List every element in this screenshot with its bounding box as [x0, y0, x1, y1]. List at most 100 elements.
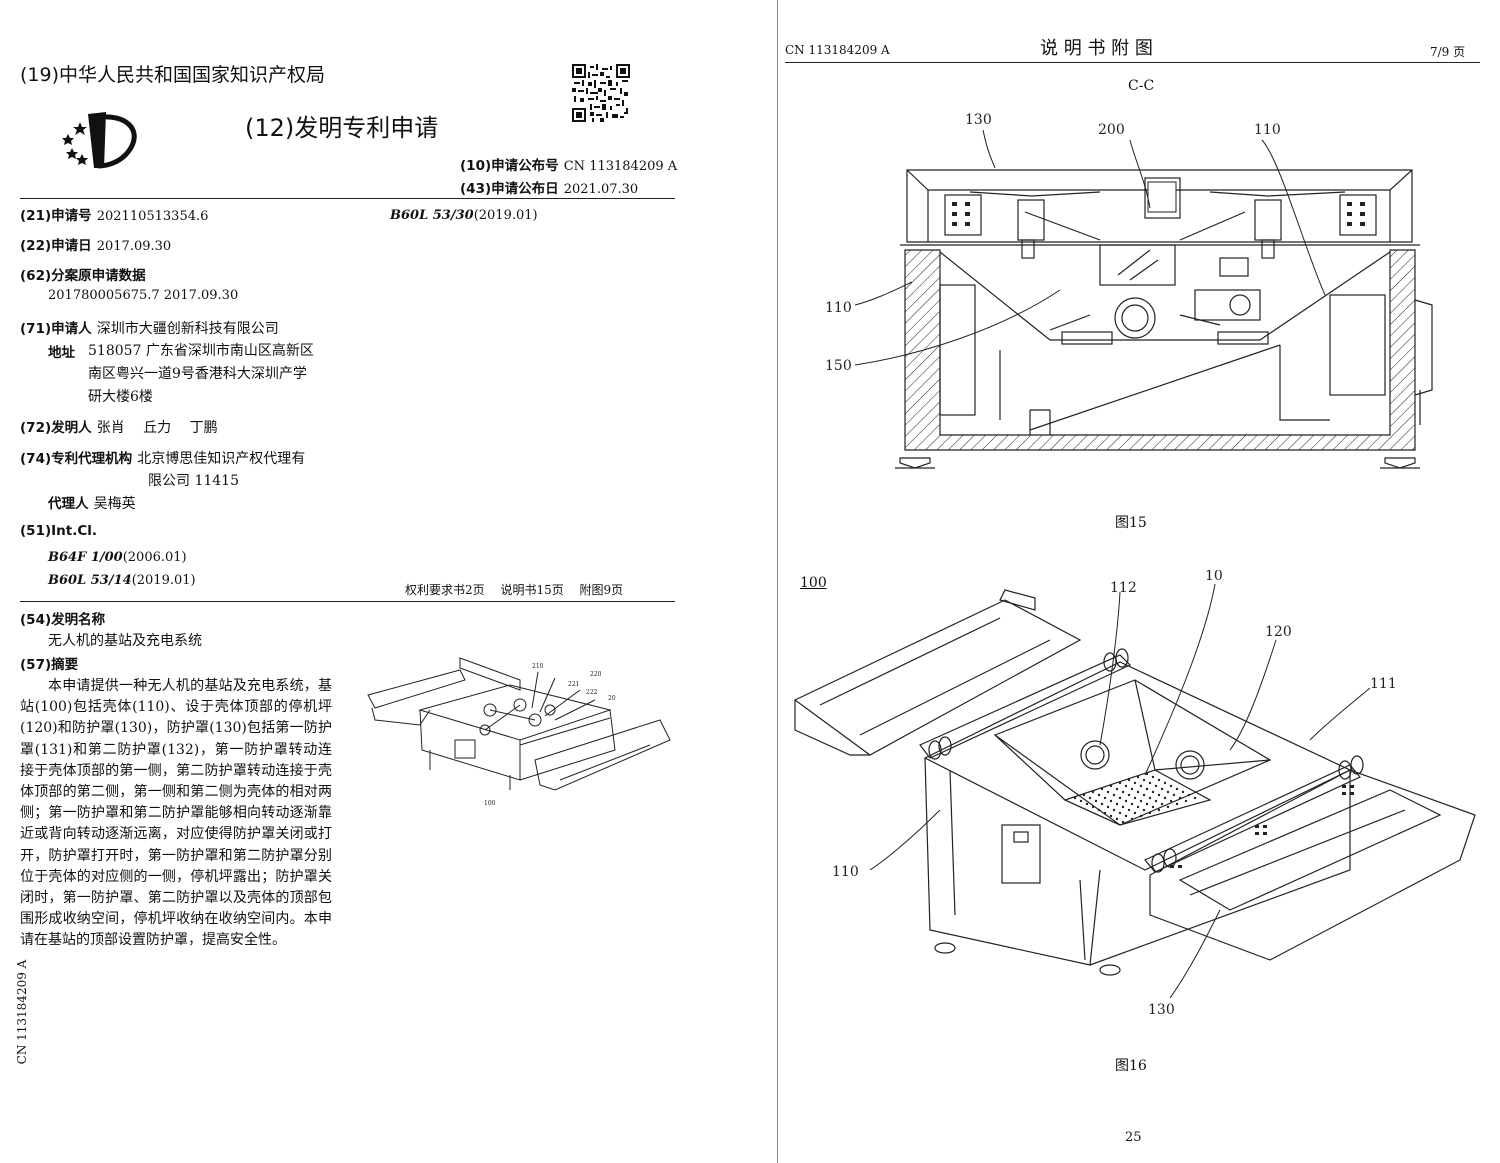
- vent-dot: [1127, 793, 1131, 797]
- header-right: 7/9 页: [1430, 45, 1466, 59]
- thumb-label: 210: [532, 663, 544, 670]
- fig16-caption: 图16: [1115, 1058, 1147, 1074]
- vent-dot: [1124, 784, 1128, 788]
- vent-dot: [1172, 793, 1176, 797]
- vent-dot: [1193, 796, 1197, 800]
- vent-dot: [1136, 775, 1140, 779]
- header-center: 说 明 书 附 图: [1040, 38, 1153, 59]
- figure-16: 112 10 120 111 110 130: [793, 570, 1476, 1018]
- app-no-row: (21)申请号 202110513354.6: [20, 204, 208, 224]
- pub-no: CN 113184209 A: [563, 159, 678, 174]
- intcl-year: (2019.01): [131, 573, 196, 588]
- vent-dot: [1151, 790, 1155, 794]
- inventor-row: (72)发明人 张肖 丘力 丁鹏: [20, 416, 218, 437]
- vent-dot: [1148, 781, 1152, 785]
- page-number: 25: [1125, 1130, 1142, 1145]
- thumb-label: 20: [608, 695, 616, 702]
- vent-dot: [1094, 799, 1098, 803]
- thumb-label: 221: [568, 681, 579, 688]
- vent-dot: [1124, 799, 1128, 803]
- pub-no-row: (10)申请公布号 CN 113184209 A: [460, 154, 677, 174]
- vent-dot: [1121, 805, 1125, 809]
- vent-dot: [1100, 802, 1104, 806]
- intcl-year: (2006.01): [122, 550, 187, 565]
- applicant-label: (71)申请人: [20, 321, 92, 337]
- agent-label: 代理人: [48, 496, 89, 512]
- vent-dot: [1106, 790, 1110, 794]
- app-no-label: (21)申请号: [20, 208, 92, 224]
- fig15-label: 110: [825, 300, 852, 316]
- vent-dot: [1178, 796, 1182, 800]
- vent-dot: [1142, 778, 1146, 782]
- vent-dot: [1088, 796, 1092, 800]
- inventors: 张肖 丘力 丁鹏: [96, 420, 218, 436]
- pub-date-row: (43)申请公布日 2021.07.30: [460, 177, 638, 197]
- vent-dot: [1151, 805, 1155, 809]
- vent-dot: [1136, 805, 1140, 809]
- abstract-drawing: 210 220 221 222 20 100: [367, 657, 671, 807]
- authority-heading: (19)中华人民共和国国家知识产权局: [20, 64, 326, 86]
- vent-dot: [1100, 787, 1104, 791]
- division-value: 201780005675.7 2017.09.30: [48, 288, 239, 303]
- header-rule: [20, 198, 675, 199]
- vent-dot: [1121, 820, 1125, 824]
- filing-date-row: (22)申请日 2017.09.30: [20, 234, 171, 254]
- vent-dot: [1136, 790, 1140, 794]
- doc-kind-heading: (12)发明专利申请: [245, 114, 439, 142]
- agent-row: 代理人 吴梅英: [48, 492, 136, 513]
- vent-dot: [1166, 790, 1170, 794]
- vent-dot: [1142, 793, 1146, 797]
- vent-dot: [1106, 805, 1110, 809]
- vent-dot: [1145, 772, 1149, 776]
- address-label: 地址: [48, 345, 75, 361]
- vent-dot: [1079, 799, 1083, 803]
- intcl-item: B60L 53/14(2019.01): [48, 569, 196, 588]
- vent-dot: [1157, 778, 1161, 782]
- address-line: 518057 广东省深圳市南山区高新区: [88, 343, 314, 359]
- vent-dot: [1142, 808, 1146, 812]
- vent-dot: [1118, 781, 1122, 785]
- agency-row: (74)专利代理机构 北京博思佳知识产权代理有: [20, 447, 305, 468]
- vent-dot: [1148, 811, 1152, 815]
- vent-dot: [1130, 817, 1134, 821]
- fig15-label: 150: [825, 358, 852, 374]
- intcl-label: (51)Int.Cl.: [20, 523, 98, 539]
- vent-dot: [1160, 787, 1164, 791]
- thumb-label: 222: [586, 689, 598, 696]
- side-pub-no: CN 113184209 A: [15, 959, 29, 1065]
- vent-dot: [1097, 808, 1101, 812]
- vent-dot: [1166, 805, 1170, 809]
- fig16-label: 112: [1110, 580, 1137, 596]
- fig16-label: 111: [1370, 676, 1397, 692]
- vent-dot: [1118, 811, 1122, 815]
- vent-dot: [1163, 796, 1167, 800]
- vent-dot: [1112, 808, 1116, 812]
- vent-dot: [1091, 790, 1095, 794]
- page-counts: 权利要求书2页 说明书15页 附图9页: [405, 583, 624, 597]
- vent-dot: [1163, 781, 1167, 785]
- vent-dot: [1181, 790, 1185, 794]
- vent-dot: [1112, 793, 1116, 797]
- vent-dot: [1118, 796, 1122, 800]
- fig15-label: 110: [1254, 122, 1281, 138]
- intcl-code: B64F 1/00: [48, 550, 123, 565]
- vent-dot: [1103, 796, 1107, 800]
- fig16-ref: 100: [800, 575, 827, 591]
- vent-dot: [1115, 802, 1119, 806]
- vent-dot: [1091, 805, 1095, 809]
- vent-dot: [1175, 802, 1179, 806]
- vent-dot: [1157, 808, 1161, 812]
- vent-dot: [1187, 793, 1191, 797]
- fig15-label: 130: [965, 112, 992, 128]
- pub-date: 2021.07.30: [563, 182, 639, 197]
- division-label: (62)分案原申请数据: [20, 268, 146, 284]
- ipc-right-year: (2019.01): [473, 208, 538, 223]
- vent-dot: [1145, 802, 1149, 806]
- agency-line: 限公司 11415: [148, 473, 239, 489]
- vent-dot: [1169, 784, 1173, 788]
- vent-dot: [1109, 814, 1113, 818]
- cnipa-logo: [62, 112, 137, 169]
- figure-15: 130 200 110 110 150: [825, 112, 1433, 469]
- vent-dot: [1139, 784, 1143, 788]
- intcl-code: B60L 53/14: [48, 573, 132, 588]
